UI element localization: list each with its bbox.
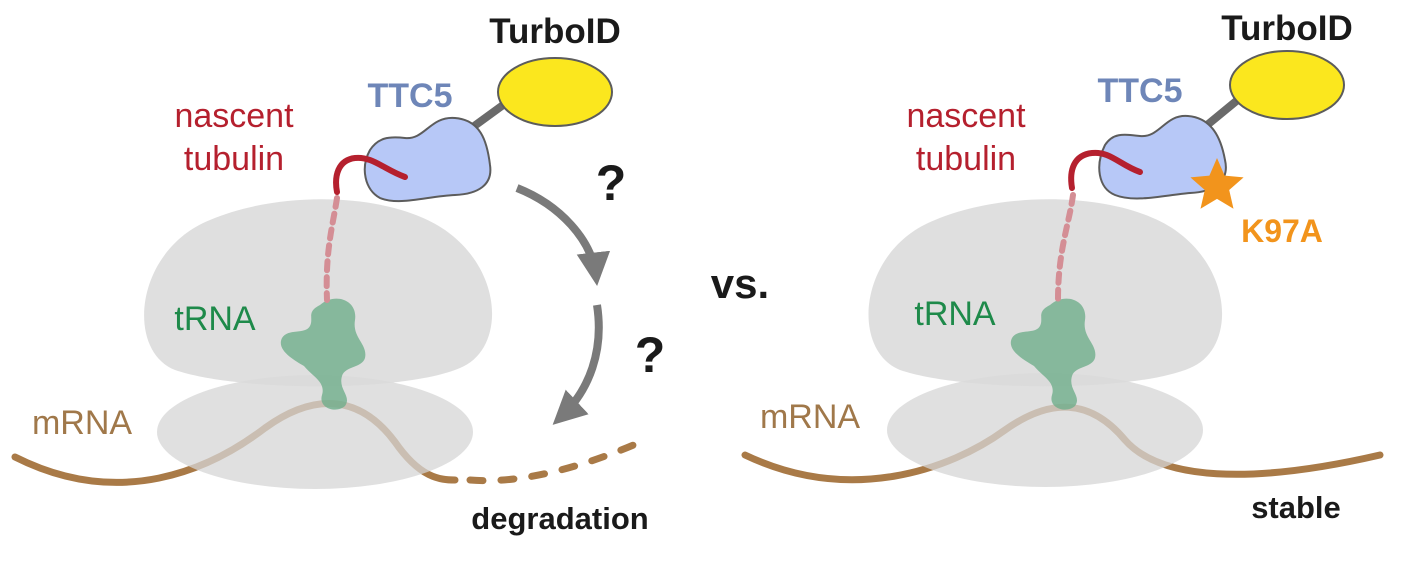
k97a-mutation-star-icon	[1190, 158, 1244, 209]
ribosome-large-subunit-right	[868, 199, 1223, 387]
mrna-label-right: mRNA	[760, 398, 860, 436]
ribosome-small-subunit-right	[887, 373, 1203, 487]
trna-right	[1010, 298, 1096, 410]
turboid-label-right: TurboID	[1221, 9, 1353, 48]
trna-left	[280, 298, 366, 410]
vs-label: vs.	[711, 260, 769, 307]
turboid-left	[497, 57, 613, 127]
trna-label-left: tRNA	[174, 300, 256, 338]
nascent-label-line1-left: nascent	[174, 97, 294, 135]
trna-label-right: tRNA	[914, 295, 996, 333]
k97a-label: K97A	[1241, 213, 1323, 249]
question-mark-2: ?	[635, 327, 666, 383]
ttc5-label-left: TTC5	[368, 77, 453, 115]
left-panel: TurboID TTC5 nascent tubulin tRNA mRNA ?…	[11, 12, 666, 536]
nascent-label-line2-right: tubulin	[916, 140, 1016, 178]
nascent-label-line1-right: nascent	[906, 97, 1026, 135]
nascent-chain-right	[1068, 149, 1143, 191]
right-panel: TurboID TTC5 nascent tubulin K97A tRNA m…	[741, 9, 1384, 525]
ttc5-label-right: TTC5	[1098, 72, 1183, 110]
question-mark-1: ?	[596, 155, 627, 211]
nascent-chain-tunnel-left	[323, 195, 340, 303]
nascent-chain-tunnel-right	[1055, 192, 1076, 303]
nascent-label-line2-left: tubulin	[184, 140, 284, 178]
turboid-right	[1229, 50, 1345, 120]
arrow-bottom	[552, 304, 603, 425]
arrow-top	[515, 184, 611, 287]
ttc5-protein-left	[363, 116, 492, 202]
ribosome-small-subunit-left	[157, 375, 473, 489]
turboid-label-left: TurboID	[489, 12, 621, 51]
mrna-degraded-segment	[466, 436, 649, 485]
degradation-label: degradation	[471, 501, 648, 536]
stable-label: stable	[1251, 490, 1341, 525]
ribosome-large-subunit-left	[144, 199, 493, 387]
mrna-label-left: mRNA	[32, 404, 132, 442]
nascent-chain-left	[333, 154, 408, 195]
